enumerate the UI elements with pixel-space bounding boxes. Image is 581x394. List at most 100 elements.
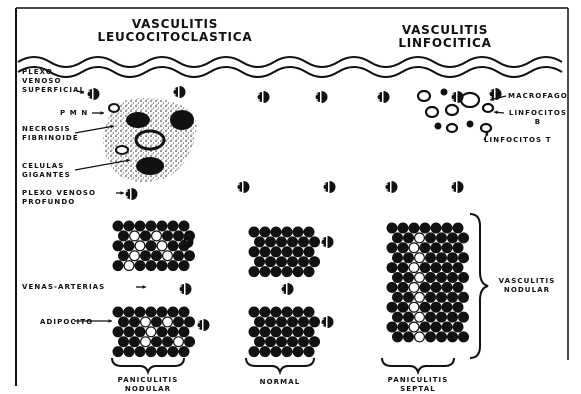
adipocyte-dark [453, 283, 463, 293]
adipocyte-dark [304, 267, 314, 277]
adipocyte-dark [255, 317, 265, 327]
vessel-pair [173, 86, 186, 98]
adipocyte-dark [124, 307, 134, 317]
adipocyte-dark [442, 223, 452, 233]
adipocyte-dark [119, 251, 129, 261]
label-celulas-gigantes: CELULAS GIGANTES [22, 162, 71, 180]
adipocyte-dark [293, 267, 303, 277]
adipocyte-dark [293, 347, 303, 357]
fat-lobule [113, 307, 194, 356]
adipocyte-dark [459, 233, 469, 243]
adipocyte-dark [271, 327, 281, 337]
adipocyte-dark [304, 347, 314, 357]
arrow-head [108, 319, 112, 323]
fat-lobule [249, 227, 319, 276]
adipocyte-dark [437, 332, 447, 342]
adipocyte-dark [409, 223, 419, 233]
adipocyte-dark [152, 317, 162, 327]
adipocyte-white [415, 273, 425, 283]
vessel-half [385, 182, 390, 192]
label-vasculitis-nodular-line1: VASCULITIS [488, 277, 566, 286]
adipocyte-dark [304, 247, 314, 257]
adipocyte-dark [293, 327, 303, 337]
lymphocyte-ring [483, 104, 493, 112]
adipocyte-dark [135, 347, 145, 357]
vessel-half [384, 91, 390, 103]
adipocyte-dark [398, 223, 408, 233]
adipocyte-dark [277, 257, 287, 267]
adipocyte-dark [387, 223, 397, 233]
adipocyte-dark [448, 312, 458, 322]
vessel-half [125, 189, 130, 199]
adipocyte-dark [146, 221, 156, 231]
adipocyte-dark [135, 261, 145, 271]
vessel-half [322, 91, 328, 103]
adipocyte-dark [260, 347, 270, 357]
brace-normal [246, 358, 314, 372]
label-linfocitos-t: LINFOCITOS T [484, 136, 552, 145]
adipocyte-white [409, 283, 419, 293]
adipocyte-dark [404, 332, 414, 342]
vessel-pair [179, 283, 192, 295]
adipocyte-dark [459, 292, 469, 302]
label-paniculitis-nodular-line2: NODULAR [100, 385, 196, 394]
adipocyte-dark [249, 327, 259, 337]
epidermis-wave-upper [18, 57, 562, 67]
brace-paniculitis-nodular [112, 358, 184, 372]
adipocyte-dark [130, 337, 140, 347]
adipocyte-dark [179, 347, 189, 357]
label-macrofago: MACROFAGO [508, 92, 568, 101]
vessel-half [237, 182, 242, 192]
adipocyte-dark [179, 261, 189, 271]
brace-paniculitis-septal [382, 358, 454, 372]
adipocyte-dark [271, 267, 281, 277]
label-profundo-line2: PROFUNDO [22, 198, 96, 207]
label-plexo-line1: PLEXO [22, 68, 85, 77]
adipocyte-dark [398, 283, 408, 293]
label-vasculitis-nodular: VASCULITIS NODULAR [488, 277, 566, 295]
adipocyte-dark [448, 292, 458, 302]
vessel-half [132, 188, 138, 200]
adipocyte-dark [124, 241, 134, 251]
label-paniculitis-septal: PANICULITIS SEPTAL [372, 376, 464, 394]
adipocyte-dark [135, 307, 145, 317]
adipocyte-dark [453, 223, 463, 233]
adipocyte-dark [266, 237, 276, 247]
pmn-cluster [126, 112, 150, 128]
adipocyte-dark [459, 332, 469, 342]
adipocyte-dark [426, 312, 436, 322]
adipocyte-dark [185, 231, 195, 241]
adipocyte-dark [448, 273, 458, 283]
adipocyte-dark [431, 322, 441, 332]
adipocyte-dark [249, 347, 259, 357]
adipocyte-dark [310, 257, 320, 267]
adipocyte-white [415, 332, 425, 342]
adipocyte-dark [459, 253, 469, 263]
adipocyte-white [409, 302, 419, 312]
fat-lobule [387, 223, 468, 342]
adipocyte-dark [420, 283, 430, 293]
giant-cell [136, 157, 164, 175]
vessel-half [328, 316, 334, 328]
vessel-half [451, 182, 456, 192]
vessel-half [330, 181, 336, 193]
lymphocyte-ring [447, 124, 457, 132]
vessel-half [281, 284, 286, 294]
adipocyte-dark [293, 247, 303, 257]
adipocyte-dark [260, 247, 270, 257]
adipocyte-dark [420, 243, 430, 253]
adipocyte-dark [179, 327, 189, 337]
adipocyte-dark [260, 227, 270, 237]
adipocyte-dark [282, 267, 292, 277]
label-normal: NORMAL [240, 378, 320, 387]
giant-cell [170, 110, 194, 130]
adipocyte-dark [271, 347, 281, 357]
adipocyte-dark [393, 253, 403, 263]
adipocyte-dark [398, 322, 408, 332]
lymphocyte-dot [435, 123, 442, 130]
adipocyte-dark [141, 231, 151, 241]
vessel-pair [87, 88, 100, 100]
vasculitis-nodular-bracket [470, 214, 488, 358]
adipocyte-white [163, 251, 173, 261]
